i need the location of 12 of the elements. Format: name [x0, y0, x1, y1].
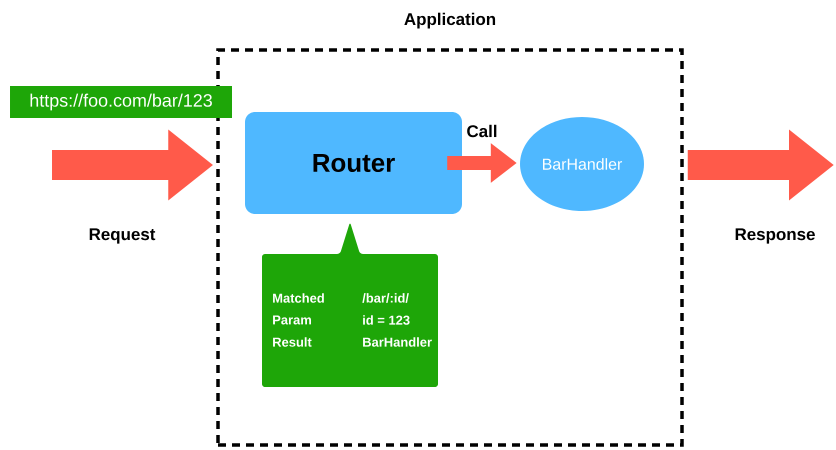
cell-text: Matched — [273, 293, 324, 303]
cell-text: BarHandler — [363, 337, 432, 347]
edge-label: Request — [90, 228, 156, 244]
cell-text: Param — [273, 315, 311, 324]
cell-text: /bar/:id/ — [362, 293, 409, 303]
cell-text: Result — [273, 337, 312, 347]
url-tag: https://foo.com/bar/123 — [10, 86, 232, 118]
frame-title: Application — [404, 12, 496, 28]
edge-label: Response — [736, 228, 815, 244]
process-box: Router — [245, 112, 462, 214]
edge-label: Call — [467, 124, 496, 138]
cell-text: id = 123 — [363, 315, 410, 325]
